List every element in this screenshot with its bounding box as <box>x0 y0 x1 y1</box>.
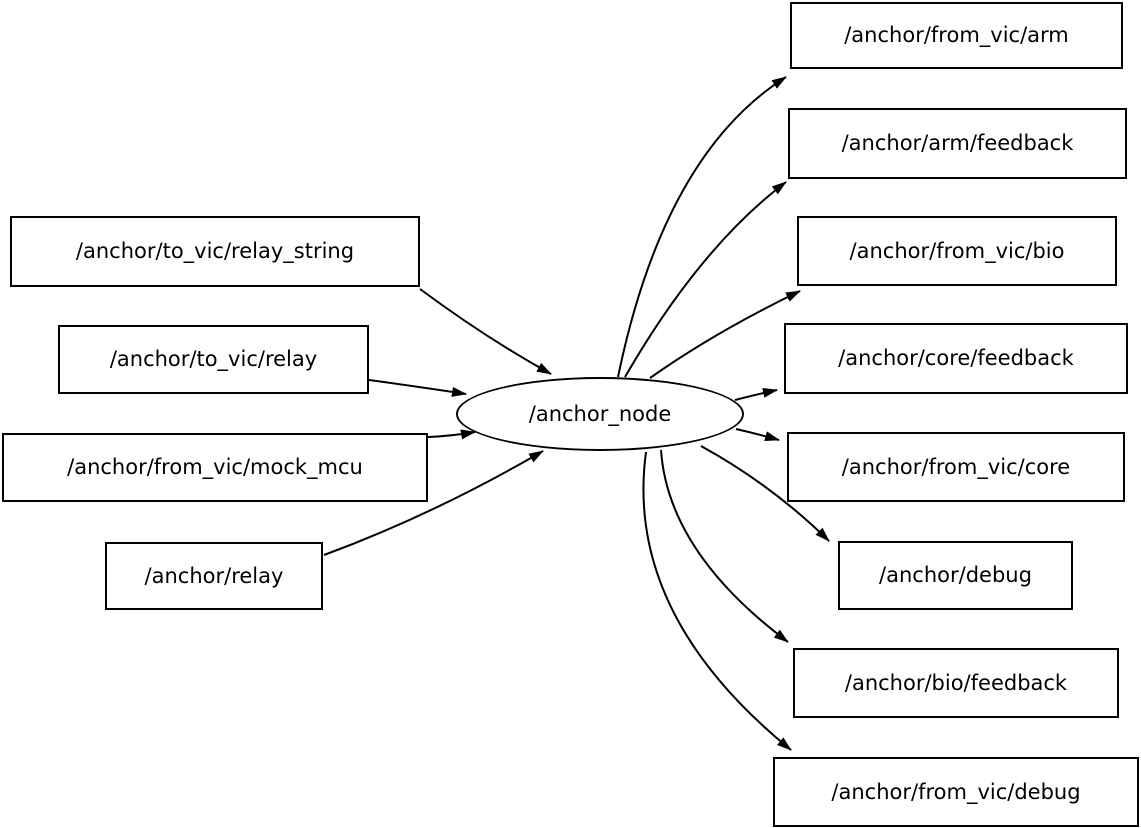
topic-label: /anchor/to_vic/relay_string <box>75 239 355 263</box>
topic-label: /anchor/arm/feedback <box>841 131 1074 155</box>
edge-node-to-bio_feedback <box>660 449 789 643</box>
edge-node-to-from_vic_bio <box>649 290 801 379</box>
edge-node-to-core_feedback <box>734 387 778 401</box>
topic-label: /anchor/bio/feedback <box>844 670 1068 695</box>
topic-box-from_vic-bio: /anchor/from_vic/bio <box>797 216 1117 286</box>
edge-node-to-debug <box>700 445 830 542</box>
edge-node-to-from_vic_debug <box>642 451 792 751</box>
topic-label: /anchor/relay <box>144 563 284 588</box>
edge-node-to-from_vic_core <box>735 428 780 441</box>
topic-label: /anchor/to_vic/relay <box>109 347 318 371</box>
topic-label: /anchor/core/feedback <box>838 346 1074 370</box>
topic-box-from_vic-core: /anchor/from_vic/core <box>787 432 1125 502</box>
topic-box-to_vic-relay: /anchor/to_vic/relay <box>58 325 369 394</box>
topic-box-arm-feedback: /anchor/arm/feedback <box>788 108 1127 179</box>
node-ellipse-anchor_node: /anchor_node <box>456 377 744 451</box>
topic-label: /anchor/debug <box>879 563 1032 587</box>
edge-node-to-from_vic_arm <box>617 76 787 378</box>
topic-label: /anchor/from_vic/debug <box>831 779 1081 804</box>
node-label: /anchor_node <box>528 401 672 426</box>
topic-box-core-feedback: /anchor/core/feedback <box>784 323 1128 394</box>
topic-box-from_vic-arm: /anchor/from_vic/arm <box>790 2 1123 69</box>
topic-label: /anchor/from_vic/mock_mcu <box>67 455 363 479</box>
edge-relay-to-node <box>323 450 544 556</box>
topic-label: /anchor/from_vic/arm <box>844 23 1069 47</box>
topic-box-to_vic-relay_string: /anchor/to_vic/relay_string <box>10 216 420 287</box>
topic-label: /anchor/from_vic/core <box>841 454 1071 479</box>
topic-box-bio-feedback: /anchor/bio/feedback <box>793 648 1119 718</box>
edge-node-to-arm_feedback <box>624 181 787 378</box>
edge-mock_mcu-to-node <box>427 429 476 440</box>
topic-box-relay: /anchor/relay <box>105 542 323 610</box>
edge-relay_string-to-node <box>419 288 552 375</box>
edge-to_vic_relay-to-node <box>368 379 467 397</box>
topic-box-from_vic-debug: /anchor/from_vic/debug <box>773 757 1139 827</box>
topic-box-from_vic-mock_mcu: /anchor/from_vic/mock_mcu <box>2 433 428 502</box>
topic-box-debug: /anchor/debug <box>838 541 1073 610</box>
topic-label: /anchor/from_vic/bio <box>849 238 1065 263</box>
